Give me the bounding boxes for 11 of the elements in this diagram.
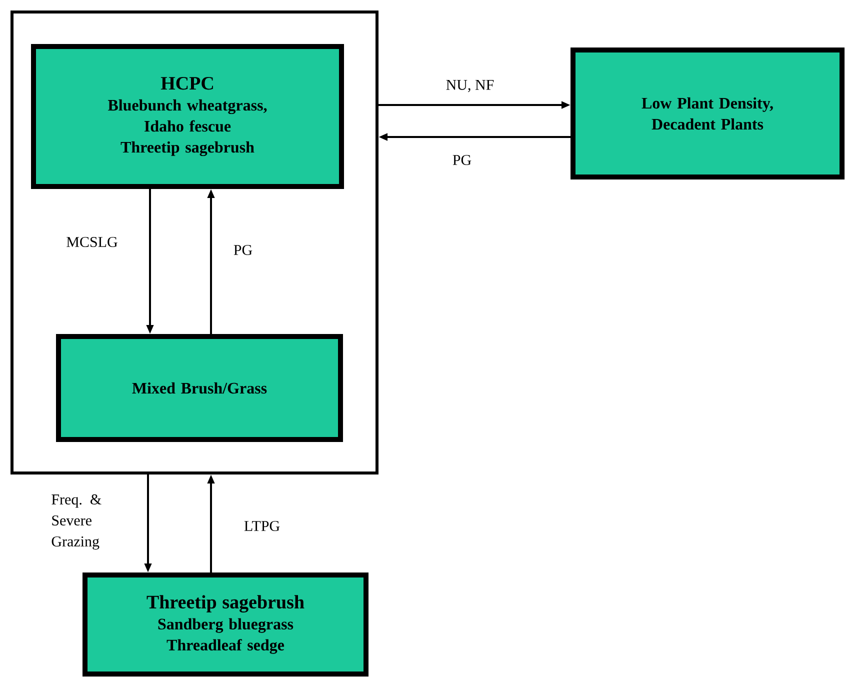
- state-box: Threetip sagebrush Sandberg bluegrass Threadleaf sedge: [82, 572, 368, 676]
- edge-label: MCSLG: [66, 236, 118, 248]
- edge-label: LTPG: [244, 520, 280, 532]
- edge-label: PG: [452, 154, 472, 166]
- state-box: Low Plant Density, Decadent Plants: [570, 48, 844, 180]
- edge-label: NU, NF: [446, 80, 494, 92]
- edge-label: Freq. & Severe Grazing: [52, 494, 102, 550]
- state-box: HCPC Bluebunch wheatgrass, Idaho fescue Threetip sagebrush: [31, 44, 344, 189]
- edge-label: PG: [234, 244, 252, 256]
- group-frame: [10, 10, 378, 474]
- state-box: Mixed Brush/Grass: [56, 334, 343, 442]
